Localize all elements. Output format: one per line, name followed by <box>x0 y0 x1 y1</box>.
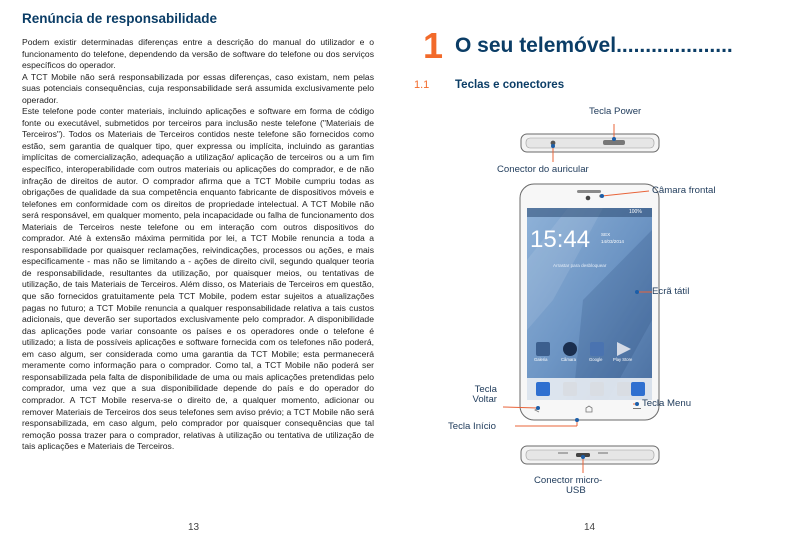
chapter-number: 1 <box>423 25 444 66</box>
label-back-key-line1: Tecla <box>474 384 497 395</box>
disclaimer-body: Podem existir determinadas diferenças en… <box>22 37 374 453</box>
phone-date: 14/03/2014 <box>601 239 624 244</box>
chapter-title: O seu telemóvel.................... <box>455 34 733 57</box>
callout-dots <box>536 137 639 459</box>
label-touchscreen: Ecrã tátil <box>652 286 690 297</box>
touchscreen-display <box>527 208 652 400</box>
section-title: Teclas e conectores <box>455 79 565 91</box>
phone-app-label-gallery: Galeria <box>534 357 548 362</box>
phone-swipe-hint: Arrastar para desbloquear <box>553 263 607 268</box>
label-front-camera: Câmara frontal <box>652 185 716 196</box>
phone-app-label-playstore: Play Store <box>613 357 633 362</box>
phone-diagram <box>502 124 660 473</box>
phone-status-text: 100% <box>629 209 642 215</box>
phone-app-label-camera: Câmara <box>561 357 576 362</box>
label-back-key-line2: Voltar <box>472 394 497 405</box>
label-power-key: Tecla Power <box>589 106 642 117</box>
page-number-right: 14 <box>584 522 596 533</box>
disclaimer-paragraph-2: A TCT Mobile não será responsabilizada p… <box>22 71 374 105</box>
disclaimer-paragraph-1: Podem existir determinadas diferenças en… <box>22 37 374 71</box>
section-number: 1.1 <box>414 79 430 91</box>
left-page: Renúncia de responsabilidade Podem exist… <box>22 11 374 533</box>
phone-app-label-google: Google <box>589 357 603 362</box>
phone-clock: 15:44 <box>530 226 591 253</box>
label-headset-connector: Conector do auricular <box>497 164 589 175</box>
label-home-key: Tecla Início <box>448 421 496 432</box>
phone-date-day: SEX <box>601 232 611 237</box>
callout-lines <box>502 124 652 473</box>
phone-top-view <box>520 133 660 153</box>
right-page: 1 O seu telemóvel.................... 1.… <box>393 0 786 559</box>
phone-front-view <box>519 183 660 421</box>
page-number-left: 13 <box>188 522 200 533</box>
label-usb-line1: Conector micro- <box>534 475 603 486</box>
label-menu-key: Tecla Menu <box>642 398 692 409</box>
phone-bottom-view <box>520 445 660 465</box>
disclaimer-paragraph-3: Este telefone pode conter materiais, inc… <box>22 106 374 452</box>
label-usb-line2: USB <box>566 485 586 496</box>
disclaimer-heading: Renúncia de responsabilidade <box>22 11 218 26</box>
